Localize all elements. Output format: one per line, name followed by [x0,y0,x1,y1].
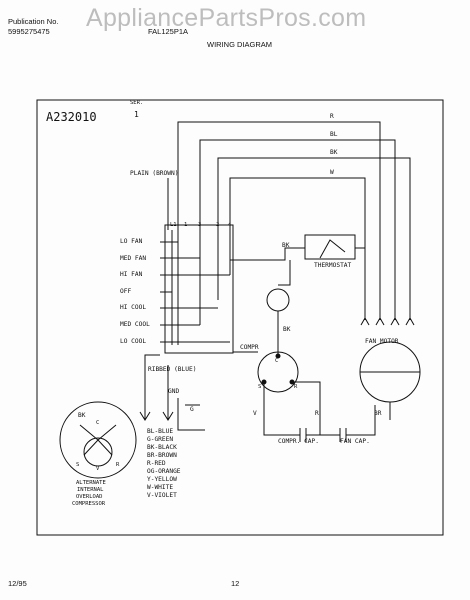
footer-date: 12/95 [8,579,27,588]
thermostat [304,234,356,260]
alt-caption-2: INTERNAL [77,487,104,493]
gnd-wire-label: G [190,406,194,413]
wire-bk [217,157,411,320]
position-med-fan: MED FAN [120,255,147,262]
cap-wire-r: R [315,410,319,417]
alt-wire-bk: BK [78,412,86,419]
legend-og: OG-ORANGE [147,468,181,475]
alt-caption-1: ALTERNATE [76,480,106,486]
legend-r: R-RED [147,460,166,467]
legend-bk: BK-BLACK [147,444,177,451]
model-number: FAL125P1A [148,27,189,36]
position-hi-fan: HI FAN [120,271,143,278]
publication-label: Publication No. [8,17,59,26]
alt-terminal-r: R [116,462,120,468]
diagram-id: A232010 [46,110,97,124]
legend-bl: BL-BLUE [147,428,174,435]
wire-bl [199,139,396,320]
wire-w [229,177,366,320]
terminal-3: 3 [198,222,202,228]
terminal-2: 2 [216,222,220,228]
wire-label-bl: BL [330,131,338,138]
footer-page: 12 [231,579,240,588]
terminal-l1: L1 [170,222,177,228]
diagram-frame [36,99,444,536]
legend-v: V-VIOLET [147,492,177,499]
switch-lead-label: PLAIN (BROWN) [130,170,179,177]
fan-wire-label: BR [374,410,382,417]
wire-r [177,121,381,320]
wire-label-r: R [330,113,334,120]
compressor-terminal-c: C [275,358,279,364]
alt-terminal-c: C [96,420,100,426]
alt-wire-v: V [96,466,100,472]
legend-y: Y-YELLOW [147,476,177,483]
thermostat-label: THERMOSTAT [314,262,352,269]
page-title: WIRING DIAGRAM [207,40,272,49]
alt-caption-3: OVERLOAD [76,494,103,500]
cap-wire-v: V [253,410,257,417]
alt-terminal-s: S [76,462,80,468]
compressor [257,351,299,393]
compressor-terminal-s: S [258,384,262,390]
watermark: AppliancePartsPros.com [86,4,367,32]
ser-value: 1 [134,110,139,119]
thermostat-wire-label: BK [282,242,290,249]
position-lo-cool: LO COOL [120,338,147,345]
position-hi-cool: HI COOL [120,304,147,311]
ser-label: SER. [130,100,144,106]
position-med-cool: MED COOL [120,321,150,328]
legend-br: BR-BROWN [147,452,177,459]
legend-w: W-WHITE [147,484,174,491]
legend-g: G-GREEN [147,436,174,443]
fan-motor-label: FAN MOTOR [365,338,399,345]
terminal-4: 4 [228,222,232,228]
terminal-1: 1 [184,222,188,228]
compr-cap-label: COMPR. CAP. [278,438,319,445]
ribbed-label: RIBBED (BLUE) [148,366,197,373]
alt-caption-4: COMPRESSOR [72,501,106,507]
compressor-label: COMPR [240,344,259,351]
fan-cap-label: FAN CAP. [340,438,370,445]
wire-label-bk: BK [330,149,338,156]
position-lo-fan: LO FAN [120,238,143,245]
selector-switch [164,224,234,354]
publication-number: 5995275475 [8,27,50,36]
gnd-label: GND [168,388,180,395]
overload [266,288,290,312]
position-off: OFF [120,288,132,295]
compressor-terminal-r: R [294,384,298,390]
overload-wire-label: BK [283,326,291,333]
alternate-compressor [59,401,137,479]
wire-label-w: W [330,169,334,176]
